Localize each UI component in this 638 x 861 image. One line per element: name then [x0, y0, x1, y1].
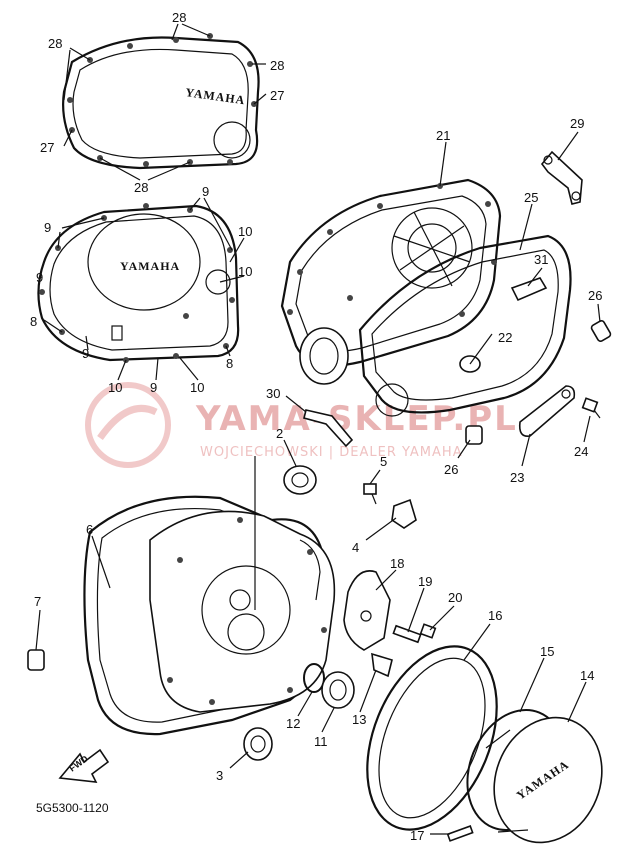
callout: 23: [510, 470, 524, 485]
callout: 10: [190, 380, 204, 395]
callout: 13: [352, 712, 366, 727]
watermark-dealer: WOJCIECHOWSKI | DEALER YAMAHA: [200, 445, 463, 460]
callout: 27: [40, 140, 54, 155]
crankcase-cover-21: [280, 178, 502, 385]
callout: 18: [390, 556, 404, 571]
screw-5: [363, 483, 377, 505]
callout: 5: [380, 454, 387, 469]
callout: 9: [36, 270, 43, 285]
callout: 9: [44, 220, 51, 235]
gasket-25: [358, 234, 572, 417]
callout: 10: [238, 264, 252, 279]
seal-3: [243, 727, 273, 761]
holder-4: [391, 498, 417, 529]
callout: 9: [82, 346, 89, 361]
callout: 12: [286, 716, 300, 731]
callout: 16: [488, 608, 502, 623]
callout: 8: [226, 356, 233, 371]
cover-14: YAMAHA: [485, 716, 603, 844]
callout: 3: [216, 768, 223, 783]
callout: 30: [266, 386, 280, 401]
clip-13: [371, 652, 393, 678]
callout: 7: [34, 594, 41, 609]
callout: 10: [238, 224, 252, 239]
dowel-pin-26b: [465, 425, 483, 445]
dowel-pin-7: [27, 649, 45, 671]
callout: 31: [534, 252, 548, 267]
callout: 21: [436, 128, 450, 143]
brand-mark-1: YAMAHA: [185, 85, 247, 107]
callout: 20: [448, 590, 462, 605]
callout: 26: [444, 462, 458, 477]
plate-18: [343, 570, 391, 651]
callout: 11: [314, 734, 328, 749]
callout: 14: [580, 668, 594, 683]
clamp-30: [303, 409, 354, 448]
callout: 24: [574, 444, 588, 459]
gasket-16: [366, 645, 498, 831]
bracket-29: [540, 150, 583, 205]
callout: 27: [270, 88, 284, 103]
callout: 29: [570, 116, 584, 131]
crankcase-cover-left: [149, 510, 336, 713]
dowel-pin-26a: [590, 320, 612, 342]
bolt-24: [581, 397, 601, 419]
part-code: 5G5300-1120: [36, 801, 109, 815]
callout: 17: [410, 828, 424, 843]
watermark-site: YAMA-SKLEP.PL: [195, 399, 518, 439]
plate-23: [518, 385, 576, 438]
callout: 4: [352, 540, 359, 555]
callout: 9: [202, 184, 209, 199]
callout: 25: [524, 190, 538, 205]
callout: 26: [588, 288, 602, 303]
leader-lines: [35, 23, 601, 835]
bearing-2: [283, 465, 317, 495]
callout: 19: [418, 574, 432, 589]
watermark-logo: [85, 382, 171, 468]
bolt-19: [392, 624, 422, 644]
callout: 10: [108, 380, 122, 395]
callout-labels: 28 28 28 27 27 28 9 9 9 10 10 8 9 10 9 1…: [30, 10, 602, 843]
gasket-clutch-outer: YAMAHA: [62, 33, 260, 170]
callout: 2: [276, 426, 283, 441]
callout: 8: [30, 314, 37, 329]
plug-11: [321, 671, 355, 709]
callout: 28: [172, 10, 186, 25]
callout: 28: [134, 180, 148, 195]
callout: 28: [48, 36, 62, 51]
callout: 22: [498, 330, 512, 345]
fwd-arrow: FWD: [58, 748, 110, 783]
watermark: YAMA-SKLEP.PL WOJCIECHOWSKI | DEALER YAM…: [85, 382, 518, 468]
callout: 6: [86, 522, 93, 537]
screw-17: [446, 825, 474, 842]
o-ring-12: [303, 663, 325, 693]
brand-mark-2: YAMAHA: [120, 259, 180, 273]
callout: 9: [150, 380, 157, 395]
callout: 15: [540, 644, 554, 659]
callout: 28: [270, 58, 284, 73]
